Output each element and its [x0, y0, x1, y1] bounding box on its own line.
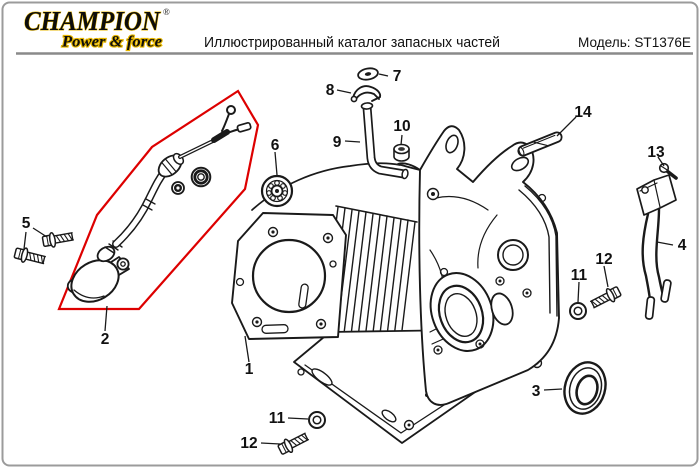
part-bearing [260, 174, 294, 208]
part-crankcase-body [397, 125, 560, 406]
leader-14 [556, 116, 577, 137]
spade-terminal [236, 121, 252, 133]
leader-12-bottom [260, 442, 281, 445]
brand-logo: CHAMPION ® Power & force [24, 6, 171, 52]
part-charge-coil [636, 174, 677, 320]
part-sealing-washer [357, 67, 379, 81]
callout-4: 4 [678, 237, 687, 254]
leader-4 [656, 241, 674, 246]
callout-9: 9 [333, 134, 342, 151]
exploded-diagram: 1 2 3 4 5 6 7 8 9 10 11 12 11 12 13 14 [12, 67, 687, 458]
part-screw [658, 162, 678, 180]
callout-6: 6 [271, 137, 280, 154]
part-washer-right [569, 302, 587, 320]
leader-3 [543, 388, 563, 391]
callout-14: 14 [574, 104, 592, 121]
brand-tagline: Power & force [61, 34, 162, 51]
brand-name: CHAMPION [24, 6, 161, 36]
part-gasket-plate [231, 212, 347, 340]
part-crank-bore [429, 239, 532, 355]
callout-11-right: 11 [571, 267, 588, 284]
callout-11-bottom: 11 [269, 410, 286, 427]
part-oil-seal [563, 361, 607, 415]
part-oil-tube [360, 102, 409, 180]
ring-terminal [226, 105, 236, 115]
part-clip [350, 85, 382, 103]
part-oil-sensor-assembly [66, 105, 252, 303]
callout-10: 10 [393, 118, 410, 135]
part-dowel-pin [517, 131, 563, 157]
callout-7: 7 [393, 68, 402, 85]
leader-5 [23, 227, 48, 250]
header: CHAMPION ® Power & force Иллюстрированны… [16, 6, 693, 55]
model-label: Модель: ST1376E [578, 35, 691, 50]
leader-10 [400, 134, 403, 146]
leader-9 [344, 140, 361, 143]
leader-6 [274, 151, 278, 176]
callout-2: 2 [101, 331, 110, 348]
part-washer-bottom [308, 411, 326, 429]
registered-mark: ® [163, 7, 170, 17]
highlight-outline [57, 89, 260, 311]
callout-labels: 1 2 3 4 5 6 7 8 9 10 11 12 11 12 13 14 [22, 68, 687, 452]
leader-7 [378, 73, 389, 77]
page-title: Иллюстрированный каталог запасных частей [204, 35, 500, 51]
callout-5: 5 [22, 215, 31, 232]
leader-11-right [577, 281, 580, 303]
part-cap-nut [393, 143, 410, 162]
leader-11-bottom [287, 417, 309, 420]
callout-13: 13 [647, 144, 665, 161]
leader-2 [104, 305, 108, 332]
callout-12-bottom: 12 [240, 435, 257, 452]
leader-1 [244, 335, 250, 363]
callout-3: 3 [532, 383, 541, 400]
leader-8 [336, 89, 352, 94]
leader-lines [23, 73, 674, 445]
callout-8: 8 [326, 82, 335, 99]
callout-12-right: 12 [595, 251, 612, 268]
leader-12-right [603, 265, 609, 288]
callout-1: 1 [245, 361, 254, 378]
leader-13 [657, 156, 665, 167]
